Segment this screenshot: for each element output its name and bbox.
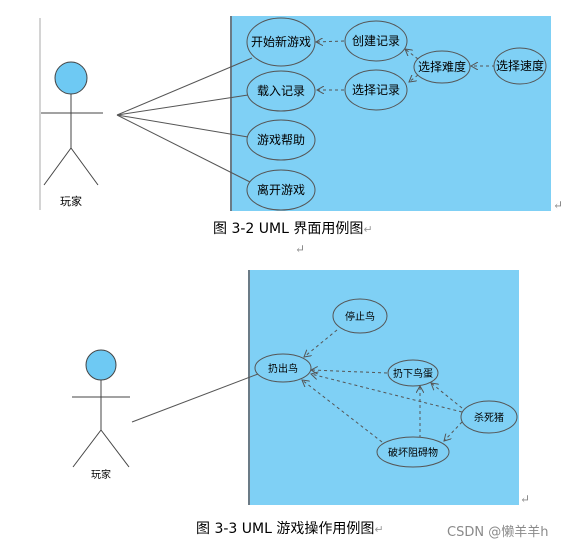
dependencies-2 (302, 329, 463, 443)
label-select-difficulty: 选择难度 (418, 59, 466, 74)
caption-figure-3-2: 图 3-2 UML 界面用例图↵ (213, 221, 373, 237)
use-case-select-difficulty (413, 50, 471, 84)
label-destroy-obstacle: 破坏阻碍物 (388, 446, 438, 459)
use-cases-2 (254, 298, 518, 468)
use-case-kill-pig (460, 400, 518, 434)
label-load-record: 载入记录 (257, 84, 305, 98)
label-game-help: 游戏帮助 (257, 133, 305, 147)
diagram-1: 玩家 开始新游戏 创建 (39, 16, 551, 211)
use-cases-1 (246, 17, 547, 211)
diagram-2: 玩家 停止鸟 扔出鸟 扔下鸟蛋 杀死猪 破坏阻碍物 (72, 270, 519, 505)
use-case-drop-egg (387, 359, 439, 387)
system-boundary-2 (249, 270, 519, 505)
label-quit-game: 离开游戏 (257, 182, 305, 197)
caption-text-2: 图 3-3 UML 游戏操作用例图 (196, 521, 375, 537)
label-select-record: 选择记录 (352, 83, 400, 97)
label-stop-bird: 停止鸟 (345, 310, 375, 323)
use-case-create-record (344, 20, 408, 62)
paragraph-mark-3: ↵ (520, 492, 531, 506)
use-case-select-record (344, 69, 408, 111)
use-case-throw-bird (254, 353, 312, 383)
use-case-quit-game (246, 169, 316, 211)
label-select-speed: 选择速度 (496, 58, 544, 73)
use-case-load-record (246, 70, 316, 112)
use-case-stop-bird (332, 298, 388, 334)
association-2 (131, 373, 259, 423)
use-case-select-speed (493, 47, 547, 85)
use-case-start-game (246, 17, 316, 67)
associations (116, 57, 253, 184)
use-case-game-help (246, 119, 316, 161)
actor-player: 玩家 (41, 61, 103, 208)
actor-label-2: 玩家 (91, 468, 111, 481)
dependencies (316, 41, 495, 90)
watermark: CSDN @懒羊羊h (447, 525, 549, 540)
paragraph-mark: ↵ (553, 198, 564, 212)
caption-text-1: 图 3-2 UML 界面用例图 (213, 221, 364, 237)
label-create-record: 创建记录 (352, 34, 400, 48)
caption-figure-3-3: 图 3-3 UML 游戏操作用例图↵ (196, 521, 384, 537)
actor-player-2: 玩家 (72, 349, 130, 481)
label-drop-egg: 扔下鸟蛋 (393, 367, 433, 380)
label-start-game: 开始新游戏 (251, 34, 311, 49)
paragraph-mark-2: ↵ (295, 242, 306, 256)
use-case-labels-1: 开始新游戏 创建记录 选择难度 选择速度 载入记录 选择记录 游戏帮助 离开游戏 (251, 34, 544, 197)
label-kill-pig: 杀死猪 (474, 411, 504, 424)
use-case-labels-2: 停止鸟 扔出鸟 扔下鸟蛋 杀死猪 破坏阻碍物 (268, 310, 504, 459)
actor-head (54, 61, 88, 95)
actor-head-2 (85, 349, 117, 381)
actor-label: 玩家 (60, 194, 82, 208)
use-case-destroy-obstacle (376, 436, 450, 468)
label-throw-bird: 扔出鸟 (268, 362, 298, 375)
